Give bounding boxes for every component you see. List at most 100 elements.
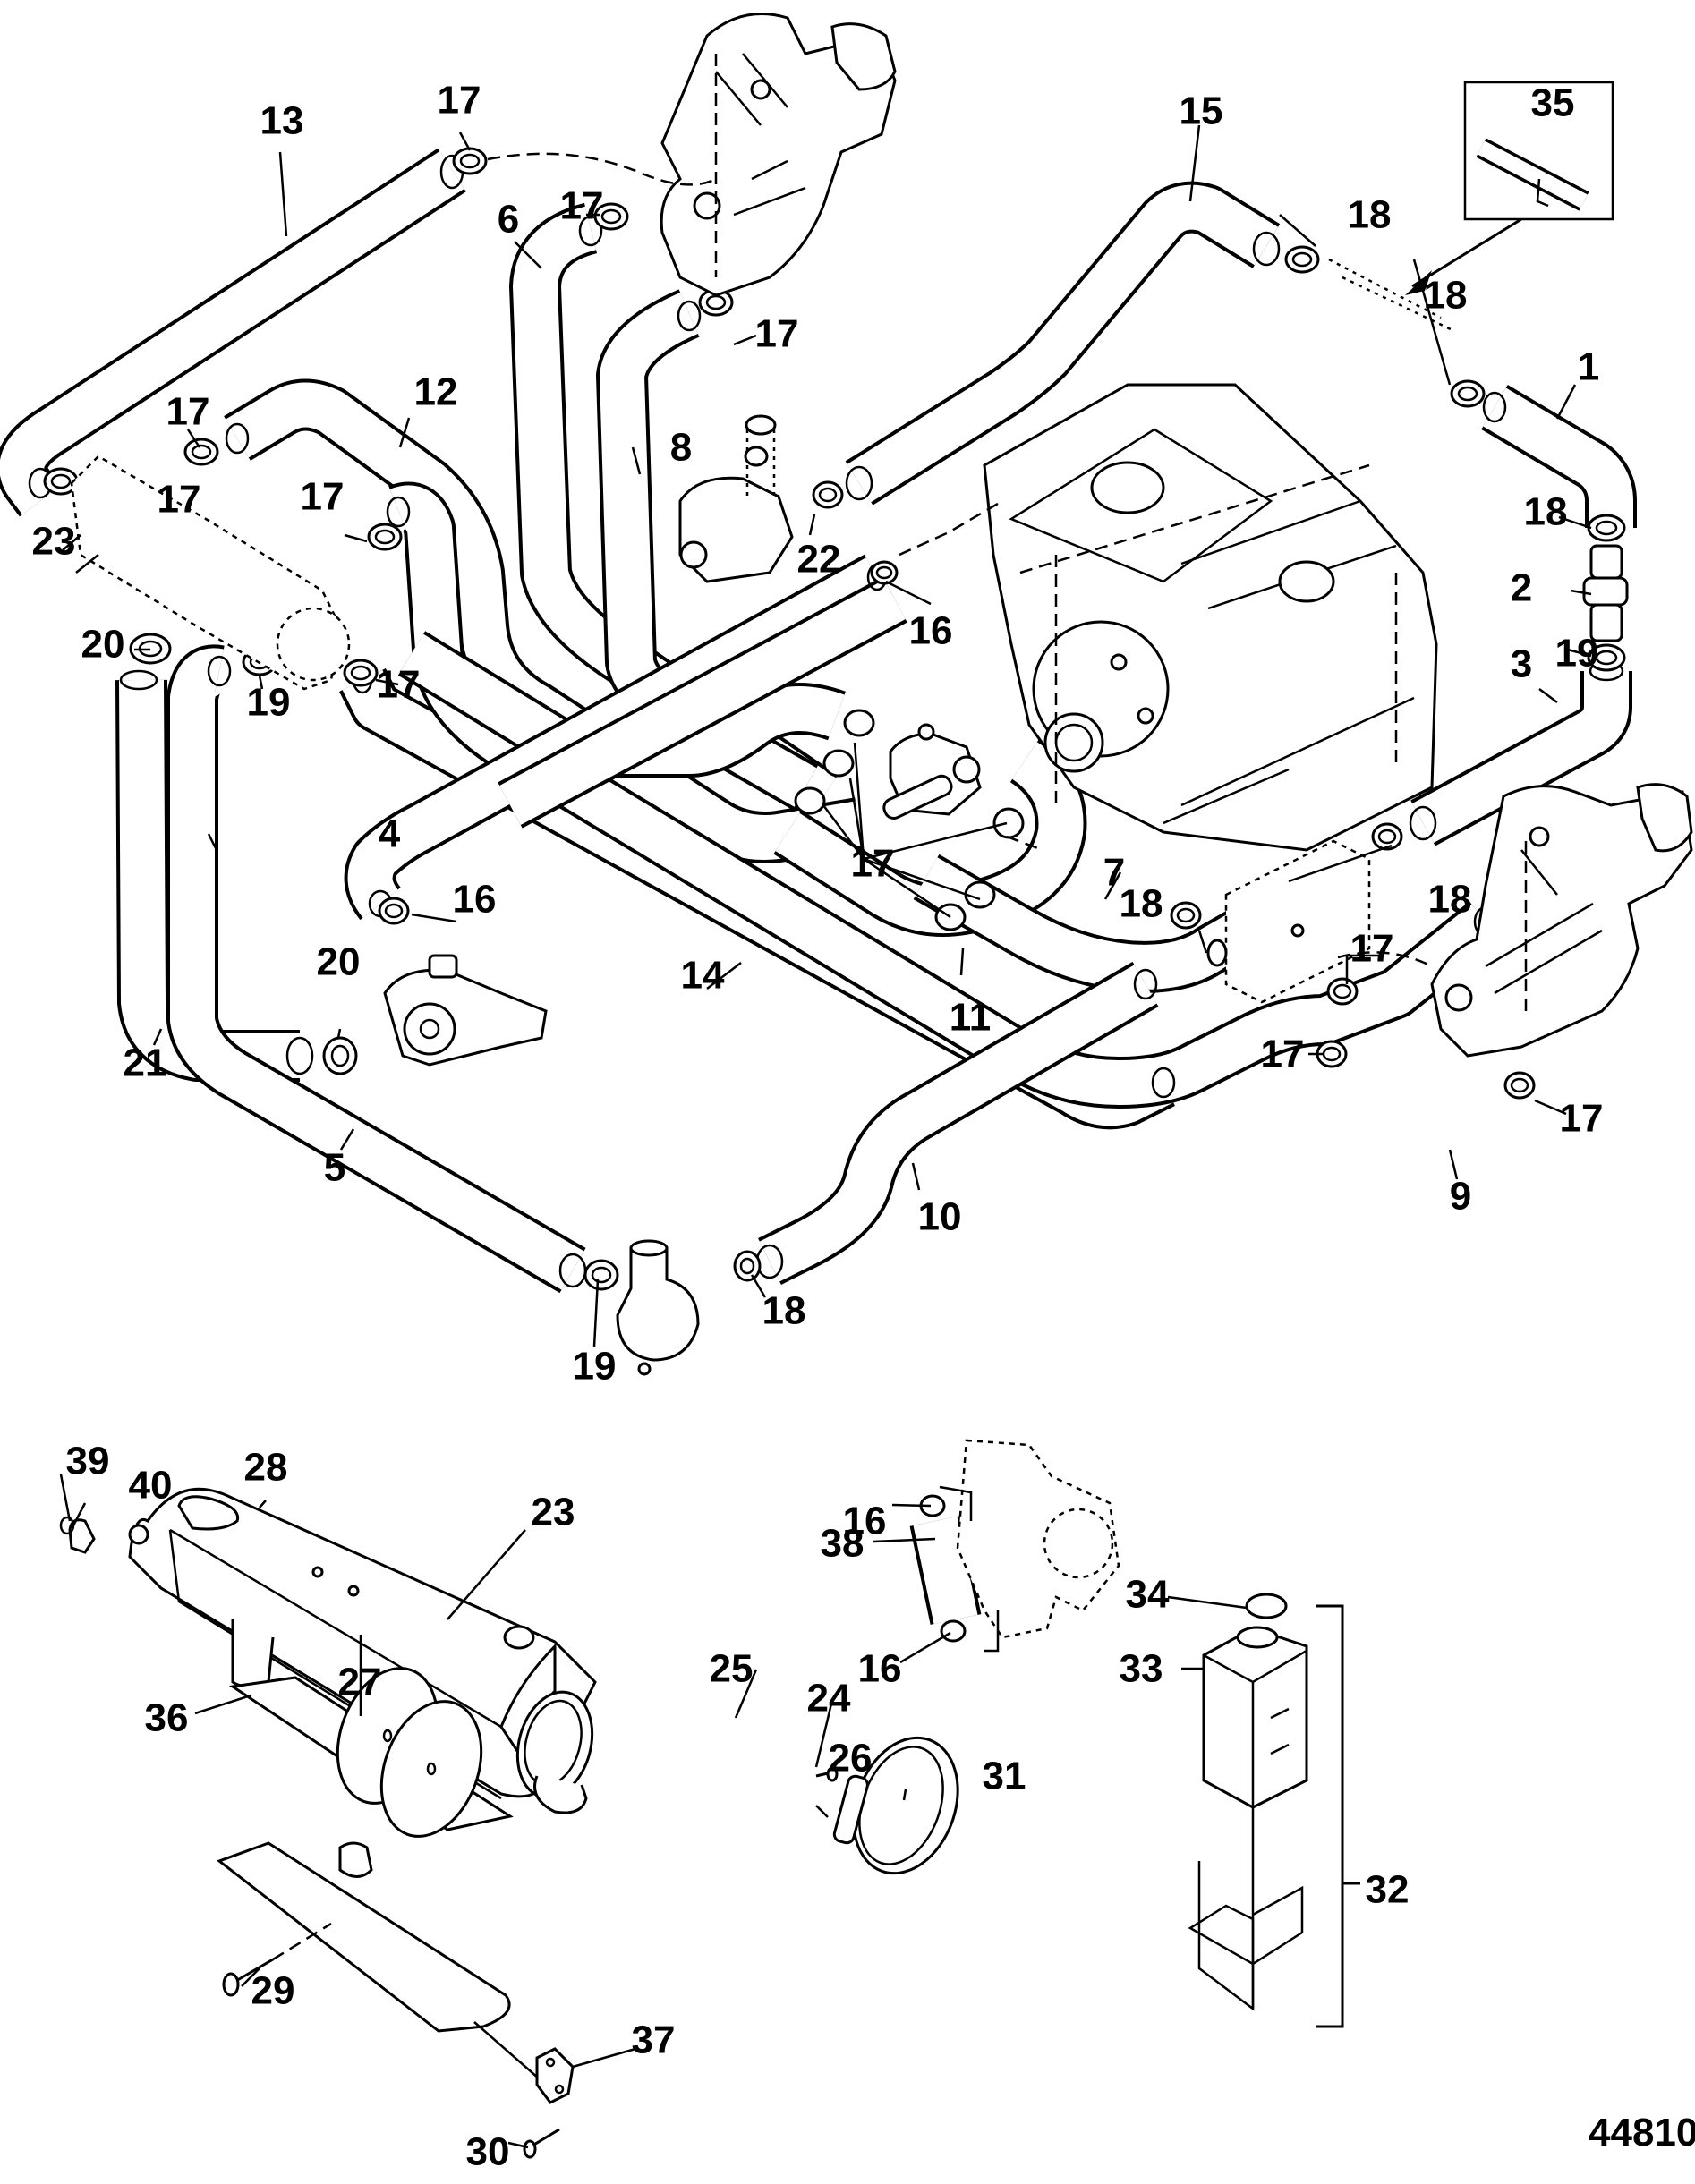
hose-13 — [0, 148, 466, 517]
callout-label-17: 17 — [166, 390, 210, 434]
callout-label-23: 23 — [32, 520, 76, 564]
clamp-icon — [1284, 245, 1320, 274]
hose-6 — [509, 202, 839, 818]
callout-label-19: 19 — [247, 681, 291, 725]
callout-label-17: 17 — [1350, 927, 1394, 971]
clamp-icon — [812, 480, 844, 509]
fitting-2 — [1582, 544, 1629, 642]
engine-front-detail — [939, 1439, 1120, 1653]
callout-label-1: 1 — [1578, 345, 1599, 389]
clamp-icon — [183, 438, 219, 466]
callout-label-34: 34 — [1126, 1573, 1170, 1617]
callout-label-30: 30 — [466, 2130, 510, 2174]
callout-label-17: 17 — [438, 79, 481, 123]
tee-fitting — [616, 1239, 700, 1376]
clamp-icon — [992, 807, 1025, 839]
callout-label-21: 21 — [124, 1041, 167, 1085]
callout-label-40: 40 — [129, 1464, 173, 1508]
clamp-icon — [1587, 514, 1626, 542]
clamp-icon — [1587, 643, 1626, 672]
hose-15 — [845, 181, 1281, 506]
end-cap-24 — [379, 1700, 483, 1838]
callout-label-37: 37 — [632, 2018, 676, 2062]
callout-label-3: 3 — [1511, 642, 1532, 686]
screw-29 — [222, 1922, 332, 1997]
callout-label-19: 19 — [1555, 632, 1599, 676]
circulating-pump — [678, 414, 794, 583]
callout-label-38: 38 — [821, 1522, 865, 1566]
callout-label-16: 16 — [843, 1500, 887, 1543]
heat-exchanger-outline — [70, 455, 351, 691]
callout-label-6: 6 — [498, 198, 519, 242]
clamp-icon — [1326, 977, 1359, 1006]
callout-label-17: 17 — [755, 312, 799, 356]
hose-12 — [224, 378, 864, 863]
heat-exchanger — [128, 1487, 597, 1814]
clamp-icon — [593, 202, 629, 231]
callout-label-39: 39 — [66, 1440, 110, 1483]
callout-label-17: 17 — [158, 478, 201, 522]
seawater-pump — [383, 954, 548, 1067]
clamp-icon — [1371, 822, 1403, 851]
hose-4 — [344, 554, 890, 921]
clamp-icon — [822, 749, 855, 778]
clamp-icon — [583, 1259, 619, 1291]
callout-label-2: 2 — [1511, 566, 1532, 610]
leader-lines — [59, 124, 1592, 2149]
tube-kit-inset — [1328, 81, 1614, 333]
oil-cooler-plate — [1206, 839, 1371, 1004]
clamp-icon — [378, 897, 410, 925]
hose-38 — [909, 1516, 982, 1625]
callout-label-17: 17 — [301, 475, 345, 519]
callout-label-17: 17 — [377, 663, 421, 707]
callout-label-23: 23 — [532, 1491, 575, 1534]
clamp-icon — [1170, 901, 1202, 930]
callout-label-18: 18 — [1428, 878, 1472, 922]
callout-label-8: 8 — [670, 426, 692, 470]
callout-label-22: 22 — [797, 538, 841, 582]
clamp-31 — [832, 1736, 959, 1875]
reservoir-bracket — [1188, 1807, 1304, 2011]
callout-label-25: 25 — [710, 1647, 754, 1691]
exhaust-manifold-right — [1430, 783, 1693, 1058]
hose-11 — [397, 631, 846, 778]
hose-1 — [1481, 385, 1637, 528]
callout-label-28: 28 — [244, 1446, 288, 1490]
callout-label-17: 17 — [851, 842, 895, 886]
callout-label-17: 17 — [560, 184, 604, 228]
callout-label-12: 12 — [414, 370, 458, 414]
callout-label-5: 5 — [324, 1146, 345, 1190]
callout-label-4: 4 — [379, 812, 401, 856]
callout-label-33: 33 — [1120, 1647, 1163, 1691]
callout-label-27: 27 — [338, 1661, 382, 1704]
callout-label-9: 9 — [1450, 1175, 1471, 1219]
hose-21 — [115, 679, 300, 1082]
hose-5 — [166, 644, 586, 1294]
clamp-icon — [1450, 379, 1486, 408]
callout-label-18: 18 — [1424, 274, 1468, 318]
callout-label-18: 18 — [762, 1289, 806, 1333]
clamp-icon — [367, 523, 403, 551]
callout-label-18: 18 — [1348, 193, 1392, 237]
callout-label-10: 10 — [918, 1195, 962, 1239]
coolant-reservoir-33 — [1202, 1626, 1308, 1809]
screw-26 — [815, 1766, 839, 1782]
callout-label-35: 35 — [1531, 81, 1575, 125]
plug-39 — [68, 1518, 96, 1554]
clamp-icon — [843, 709, 875, 737]
callout-label-16: 16 — [858, 1647, 902, 1691]
clamp-icon — [794, 786, 826, 815]
callout-label-16: 16 — [909, 609, 953, 653]
callout-label-17: 17 — [1560, 1097, 1604, 1141]
reservoir-cap-34 — [1245, 1593, 1288, 1619]
callout-label-20: 20 — [317, 940, 361, 984]
clamp-icon — [343, 659, 379, 687]
engine-block — [983, 383, 1438, 852]
callout-label-11: 11 — [950, 996, 992, 1040]
hose-3 — [1410, 671, 1632, 846]
callout-label-19: 19 — [573, 1345, 617, 1389]
callout-label-15: 15 — [1180, 89, 1223, 133]
callout-label-32: 32 — [1366, 1868, 1410, 1912]
